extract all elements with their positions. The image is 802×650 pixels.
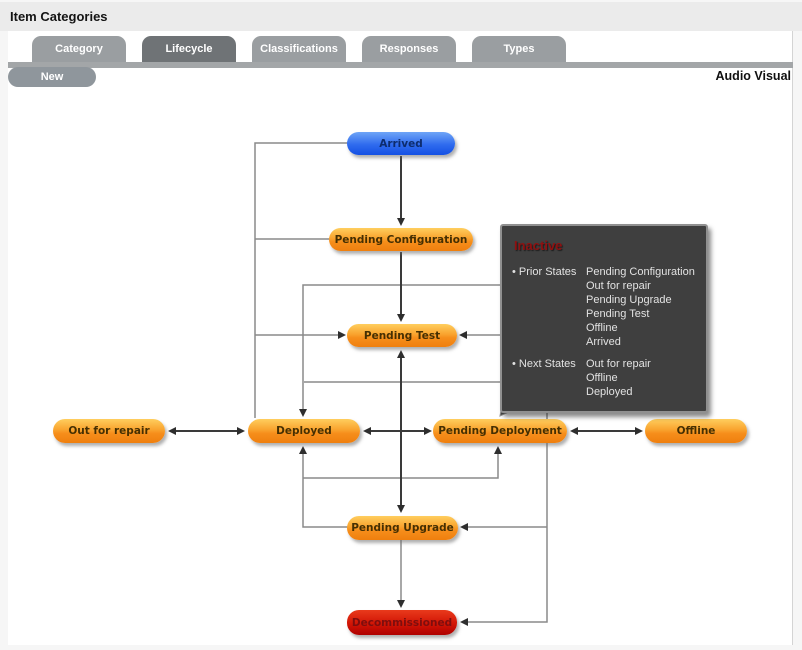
tab-responses[interactable]: Responses — [362, 36, 456, 62]
tab-bar: Category Lifecycle Classifications Respo… — [32, 36, 566, 62]
tab-category[interactable]: Category — [32, 36, 126, 62]
node-out-for-repair[interactable]: Out for repair — [53, 419, 165, 443]
tooltip-state-value: Pending Test — [586, 308, 650, 320]
page-title: Item Categories — [0, 2, 802, 31]
tooltip-title: Inactive — [514, 238, 563, 253]
node-pending-test[interactable]: Pending Test — [347, 324, 457, 347]
tooltip-section-label: • Prior States — [512, 266, 577, 278]
tooltip-next-states: • Next States Out for repair Offline Dep… — [512, 357, 698, 399]
new-button[interactable]: New — [8, 67, 96, 87]
tab-lifecycle[interactable]: Lifecycle — [142, 36, 236, 62]
tab-underbar — [8, 62, 793, 68]
state-tooltip: Inactive • Prior States Pending Configur… — [500, 224, 708, 413]
node-deployed[interactable]: Deployed — [248, 419, 360, 443]
tooltip-prior-values: Pending Configuration Out for repair Pen… — [586, 265, 698, 349]
tooltip-state-value: Arrived — [586, 336, 621, 348]
tooltip-state-value: Out for repair — [586, 280, 651, 292]
item-category-name-label: Audio Visual — [715, 69, 791, 83]
tooltip-section-label: • Next States — [512, 358, 576, 370]
tooltip-next-values: Out for repair Offline Deployed — [586, 357, 698, 399]
tooltip-state-value: Offline — [586, 372, 618, 384]
node-arrived[interactable]: Arrived — [347, 132, 455, 155]
tab-types[interactable]: Types — [472, 36, 566, 62]
node-pending-upgrade[interactable]: Pending Upgrade — [347, 516, 458, 540]
tooltip-prior-states: • Prior States Pending Configuration Out… — [512, 265, 698, 349]
tooltip-state-value: Deployed — [586, 386, 633, 398]
node-pending-configuration[interactable]: Pending Configuration — [329, 228, 473, 251]
tooltip-state-value: Pending Upgrade — [586, 294, 672, 306]
tooltip-state-value: Offline — [586, 322, 618, 334]
node-decommissioned[interactable]: Decommissioned — [347, 610, 457, 635]
tooltip-state-value: Out for repair — [586, 358, 651, 370]
tooltip-state-value: Pending Configuration — [586, 266, 695, 278]
node-offline[interactable]: Offline — [645, 419, 747, 443]
node-pending-deployment[interactable]: Pending Deployment — [433, 419, 567, 443]
tab-classifications[interactable]: Classifications — [252, 36, 346, 62]
